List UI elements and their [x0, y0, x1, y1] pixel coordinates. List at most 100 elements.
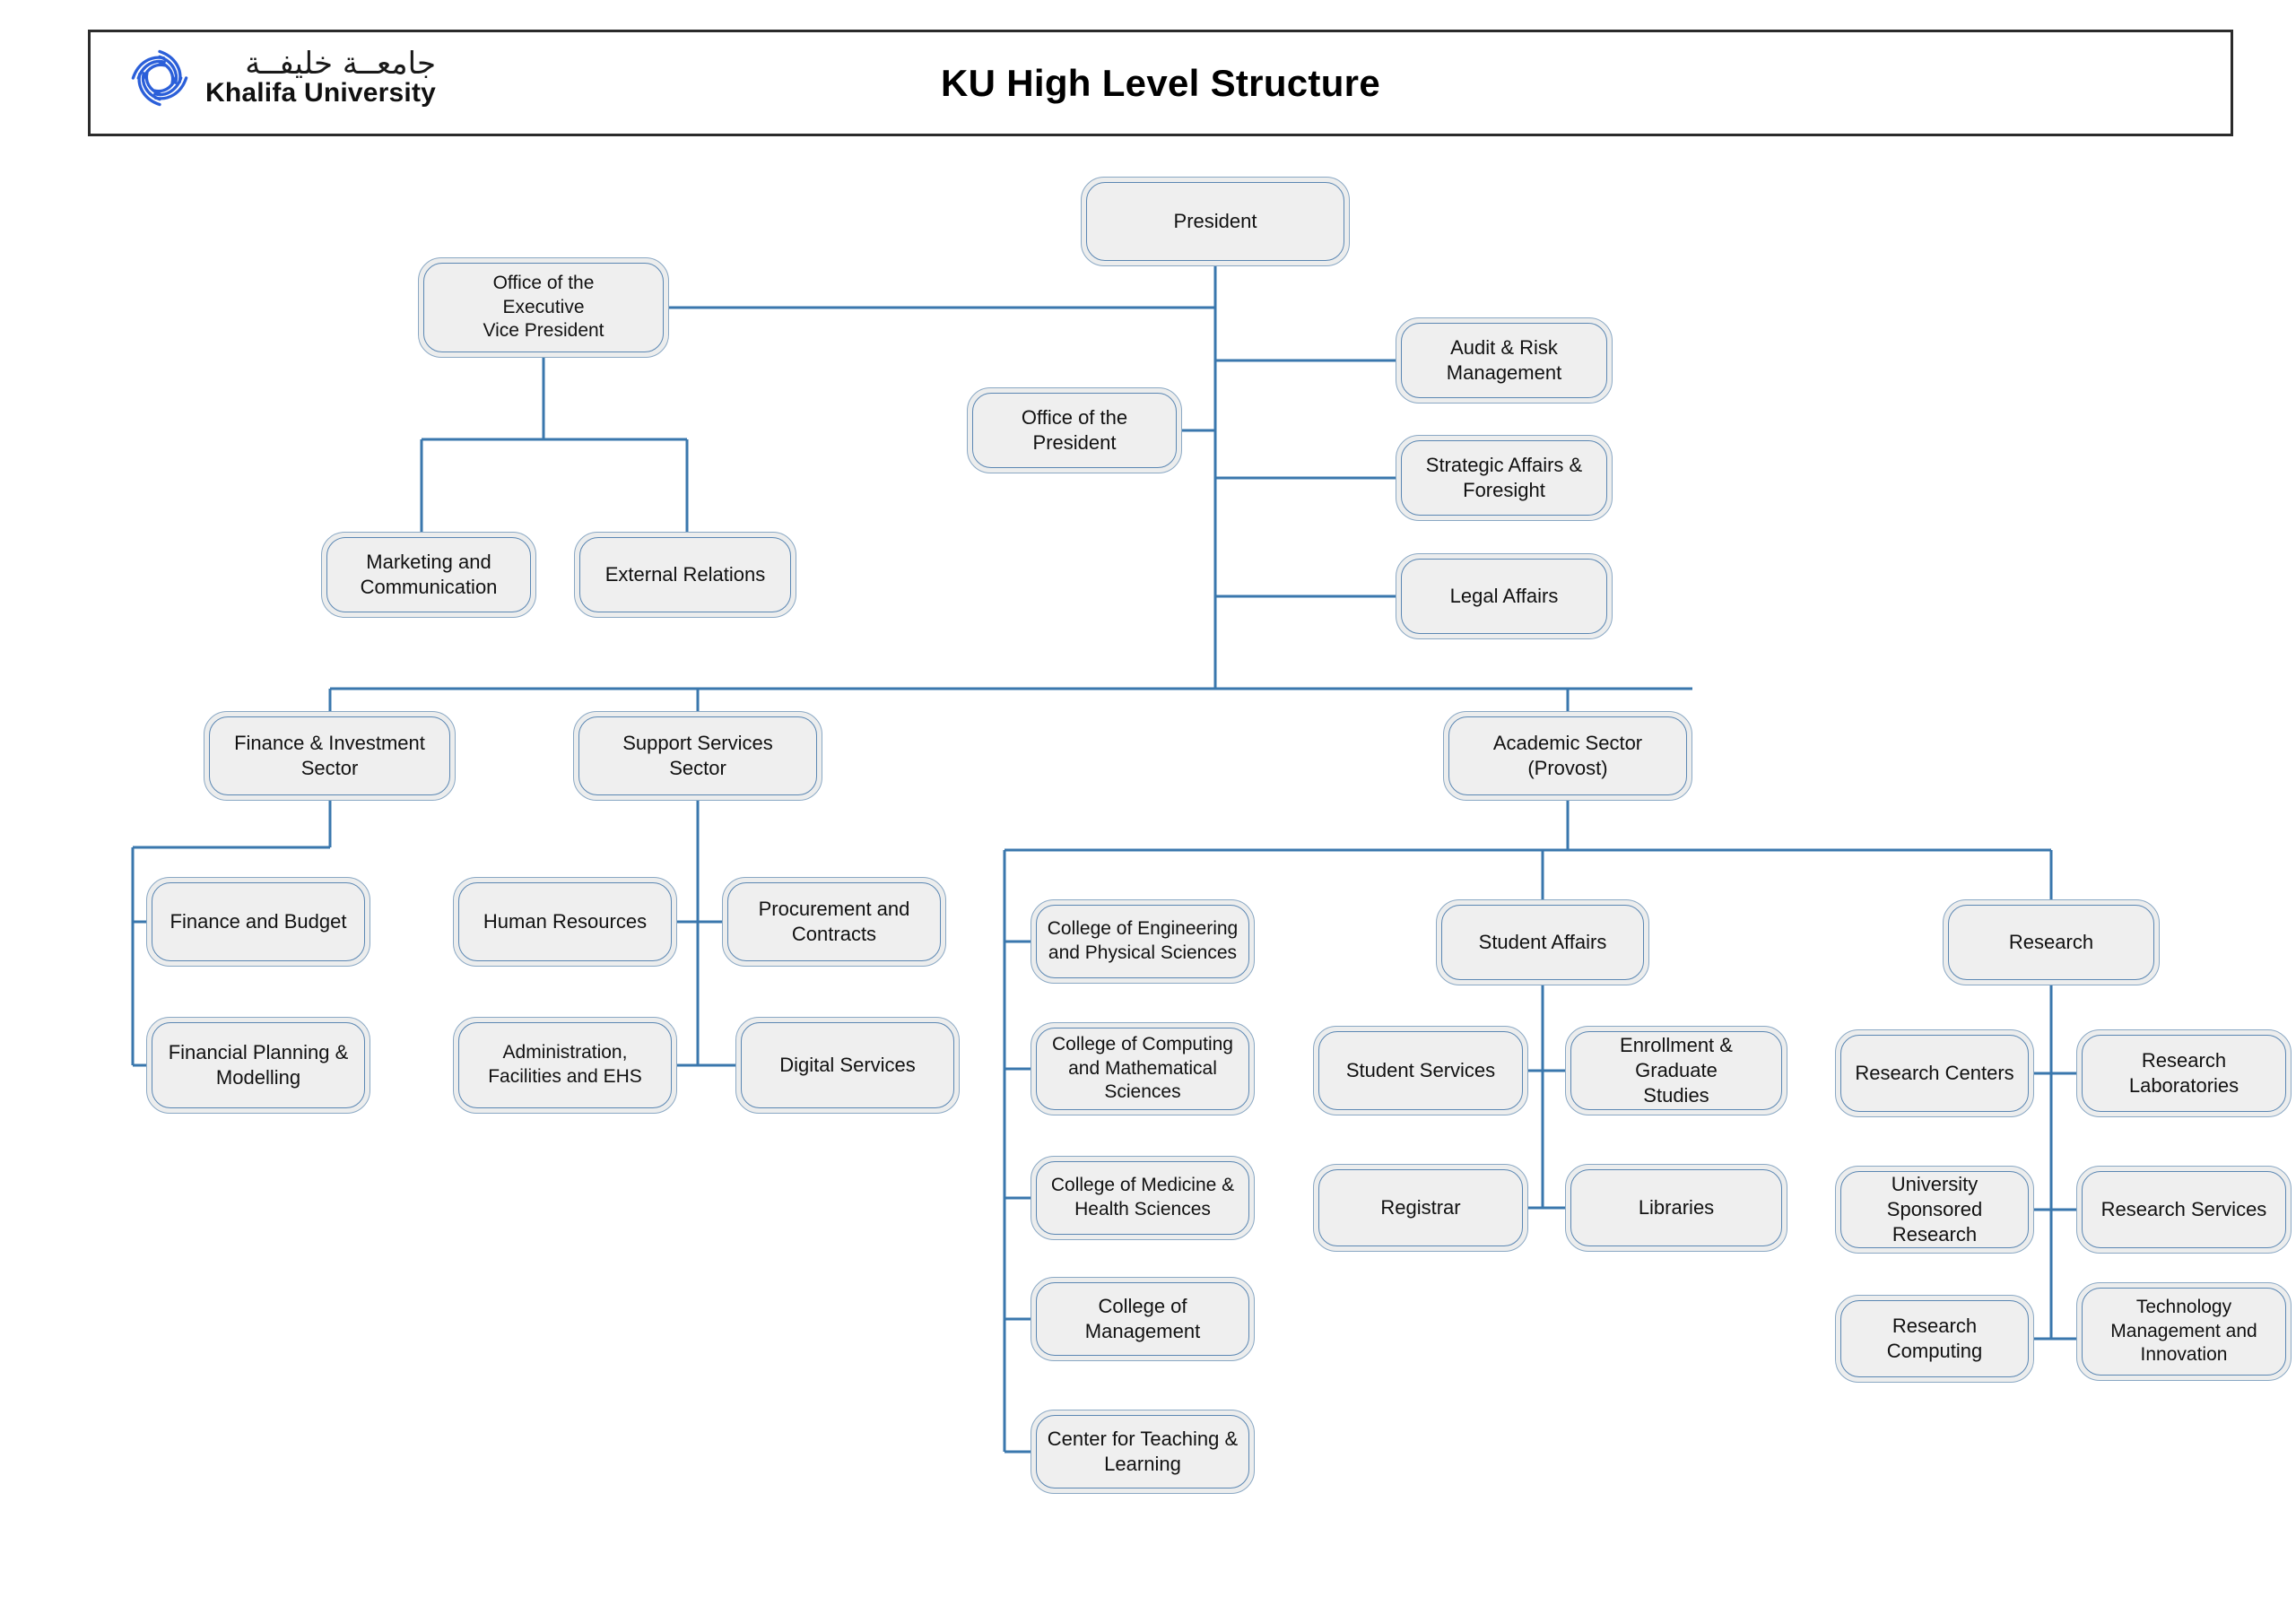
org-node-research-comp[interactable]: Research Computing: [1835, 1295, 2034, 1383]
org-node-label: Marketing and Communication: [360, 550, 498, 598]
org-node-inner: Procurement and Contracts: [727, 882, 941, 961]
org-node-label: Finance & Investment Sector: [234, 731, 425, 779]
org-node-label: Student Affairs: [1478, 930, 1607, 953]
org-node-finance-sector[interactable]: Finance & Investment Sector: [204, 711, 456, 801]
org-node-label: Human Resources: [483, 909, 648, 933]
org-node-support-sector[interactable]: Support Services Sector: [573, 711, 822, 801]
org-node-office-president[interactable]: Office of the President: [967, 387, 1182, 473]
org-node-label: Procurement and Contracts: [758, 897, 910, 945]
org-node-inner: College of Management: [1036, 1282, 1249, 1356]
org-node-procurement[interactable]: Procurement and Contracts: [722, 877, 946, 967]
org-node-label: Research: [2008, 930, 2094, 953]
org-node-research-services[interactable]: Research Services: [2076, 1166, 2292, 1254]
org-node-label: College of Management: [1084, 1294, 1201, 1342]
org-node-strategic[interactable]: Strategic Affairs & Foresight: [1396, 435, 1613, 521]
org-node-tech-mgmt[interactable]: Technology Management and Innovation: [2076, 1282, 2292, 1381]
org-node-student-services[interactable]: Student Services: [1313, 1026, 1528, 1115]
org-node-label: Enrollment & Graduate Studies: [1620, 1033, 1733, 1107]
org-node-label: Technology Management and Innovation: [2110, 1296, 2257, 1366]
org-node-label: Registrar: [1380, 1195, 1461, 1219]
org-node-label: University Sponsored Research: [1886, 1172, 1983, 1246]
org-node-label: Digital Services: [779, 1053, 916, 1076]
org-node-inner: Research: [1948, 905, 2154, 980]
org-node-financial-plan[interactable]: Financial Planning & Modelling: [146, 1017, 370, 1114]
org-node-label: College of Engineering and Physical Scie…: [1047, 918, 1239, 963]
org-node-inner: Marketing and Communication: [326, 537, 531, 612]
org-node-inner: Student Services: [1318, 1031, 1523, 1110]
org-node-academic-sector[interactable]: Academic Sector (Provost): [1443, 711, 1692, 801]
org-node-college-med[interactable]: College of Medicine & Health Sciences: [1031, 1156, 1255, 1240]
org-node-college-eng[interactable]: College of Engineering and Physical Scie…: [1031, 899, 1255, 984]
logo-latin-text: Khalifa University: [205, 78, 437, 108]
org-node-digital-services[interactable]: Digital Services: [735, 1017, 960, 1114]
org-node-inner: Libraries: [1570, 1169, 1782, 1246]
org-node-student-affairs[interactable]: Student Affairs: [1436, 899, 1649, 985]
org-node-office-evp[interactable]: Office of the Executive Vice President: [418, 257, 669, 358]
org-node-label: College of Medicine & Health Sciences: [1050, 1175, 1235, 1219]
org-node-inner: Academic Sector (Provost): [1448, 716, 1687, 795]
org-node-inner: Enrollment & Graduate Studies: [1570, 1031, 1782, 1110]
org-node-registrar[interactable]: Registrar: [1313, 1164, 1528, 1252]
org-node-label: Financial Planning & Modelling: [168, 1040, 349, 1089]
org-node-research-labs[interactable]: Research Laboratories: [2076, 1029, 2292, 1117]
org-node-research-centers[interactable]: Research Centers: [1835, 1029, 2034, 1117]
org-node-college-comp[interactable]: College of Computing and Mathematical Sc…: [1031, 1022, 1255, 1115]
org-node-libraries[interactable]: Libraries: [1565, 1164, 1787, 1252]
org-node-inner: Financial Planning & Modelling: [152, 1022, 365, 1108]
org-node-external[interactable]: External Relations: [574, 532, 796, 618]
org-node-inner: Legal Affairs: [1401, 559, 1607, 634]
org-node-hr[interactable]: Human Resources: [453, 877, 677, 967]
org-node-inner: Administration, Facilities and EHS: [458, 1022, 672, 1108]
org-node-inner: Student Affairs: [1441, 905, 1644, 980]
org-node-marketing[interactable]: Marketing and Communication: [321, 532, 536, 618]
org-node-president[interactable]: President: [1081, 177, 1350, 266]
khalifa-university-logo-icon: [131, 49, 188, 107]
org-node-inner: Human Resources: [458, 882, 672, 961]
org-node-label: Finance and Budget: [170, 909, 347, 933]
org-node-finance-budget[interactable]: Finance and Budget: [146, 877, 370, 967]
org-node-univ-sponsored[interactable]: University Sponsored Research: [1835, 1166, 2034, 1254]
org-node-inner: Finance & Investment Sector: [209, 716, 450, 795]
org-node-inner: College of Medicine & Health Sciences: [1036, 1161, 1249, 1235]
org-node-inner: Office of the Executive Vice President: [423, 263, 664, 352]
org-node-label: Student Services: [1345, 1058, 1496, 1081]
org-node-label: Research Laboratories: [2128, 1048, 2239, 1097]
org-node-inner: Registrar: [1318, 1169, 1523, 1246]
org-node-legal[interactable]: Legal Affairs: [1396, 553, 1613, 639]
org-node-inner: Research Centers: [1840, 1035, 2029, 1112]
org-node-inner: University Sponsored Research: [1840, 1171, 2029, 1248]
org-node-label: Academic Sector (Provost): [1492, 731, 1643, 779]
org-node-label: Audit & Risk Management: [1446, 335, 1562, 384]
org-node-enrollment[interactable]: Enrollment & Graduate Studies: [1565, 1026, 1787, 1115]
org-node-inner: Research Services: [2082, 1171, 2286, 1248]
header-banner: جامعــة خليفــة Khalifa University KU Hi…: [88, 30, 2233, 136]
org-node-label: President: [1173, 209, 1257, 232]
org-node-inner: Technology Management and Innovation: [2082, 1288, 2286, 1376]
page-title: KU High Level Structure: [941, 61, 1380, 104]
org-node-research[interactable]: Research: [1943, 899, 2160, 985]
org-node-inner: Support Services Sector: [578, 716, 817, 795]
org-node-inner: Office of the President: [972, 393, 1177, 468]
university-logo: جامعــة خليفــة Khalifa University: [126, 45, 436, 111]
org-node-label: Research Computing: [1886, 1314, 1983, 1362]
org-node-audit-risk[interactable]: Audit & Risk Management: [1396, 317, 1613, 404]
org-node-inner: College of Computing and Mathematical Sc…: [1036, 1028, 1249, 1110]
org-node-inner: Finance and Budget: [152, 882, 365, 961]
org-node-label: Office of the Executive Vice President: [483, 272, 604, 342]
org-node-label: Libraries: [1638, 1195, 1715, 1219]
org-node-admin-facilities[interactable]: Administration, Facilities and EHS: [453, 1017, 677, 1114]
org-node-college-mgmt[interactable]: College of Management: [1031, 1277, 1255, 1361]
org-node-label: Strategic Affairs & Foresight: [1425, 453, 1583, 501]
org-node-label: Research Centers: [1855, 1061, 2014, 1084]
org-node-inner: Digital Services: [741, 1022, 954, 1108]
org-node-inner: Center for Teaching & Learning: [1036, 1415, 1249, 1488]
org-node-label: Legal Affairs: [1449, 584, 1559, 607]
org-node-label: Center for Teaching & Learning: [1047, 1427, 1239, 1475]
org-node-center-teaching[interactable]: Center for Teaching & Learning: [1031, 1410, 1255, 1494]
logo-arabic-text: جامعــة خليفــة: [245, 46, 437, 82]
org-node-label: Office of the President: [1021, 405, 1128, 454]
org-node-inner: Research Laboratories: [2082, 1035, 2286, 1112]
org-node-inner: Audit & Risk Management: [1401, 323, 1607, 398]
org-node-inner: Research Computing: [1840, 1300, 2029, 1377]
